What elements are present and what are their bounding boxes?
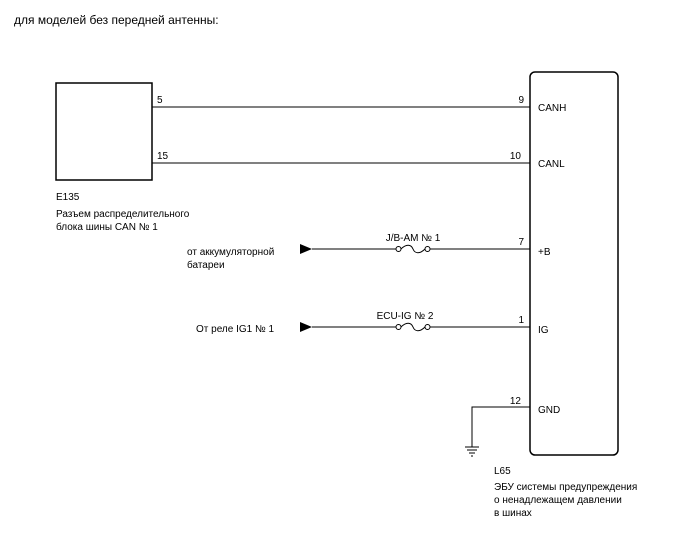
e135-pin-canl: 15 — [157, 151, 169, 162]
l65-pin-b-name: +B — [538, 247, 551, 258]
fuse-jb-am-terminal-right — [424, 246, 431, 252]
fuse-jb-am-icon — [400, 244, 426, 254]
battery-arrow-icon — [300, 244, 312, 254]
battery-label-line2: батареи — [187, 259, 225, 271]
l65-desc-line1: ЭБУ системы предупреждения — [494, 482, 637, 493]
fuse-jb-am-terminal-left — [395, 246, 402, 252]
gnd-wire — [471, 406, 530, 447]
l65-pin-b-num: 7 — [518, 237, 524, 248]
l65-desc-line3: в шинах — [494, 508, 532, 519]
e135-desc-line2: блока шины CAN № 1 — [56, 221, 158, 233]
l65-pin-canh-name: CANH — [538, 103, 566, 114]
l65-pin-canl-num: 10 — [510, 151, 522, 162]
ig-relay-arrow-icon — [300, 322, 312, 332]
battery-label-line1: от аккумуляторной — [187, 247, 274, 258]
fuse-jb-am-label: J/B-AM № 1 — [386, 233, 441, 244]
can-junction-connector-box — [55, 82, 153, 181]
l65-pin-ig-num: 1 — [518, 315, 524, 326]
l65-pin-canh-num: 9 — [518, 95, 524, 106]
l65-pin-gnd-name: GND — [538, 405, 560, 416]
e135-desc-line1: Разъем распределительного — [56, 209, 190, 220]
ig-relay-label: От реле IG1 № 1 — [196, 324, 275, 335]
l65-desc-line2: о ненадлежащем давлении — [494, 495, 622, 506]
l65-pin-gnd-num: 12 — [510, 396, 522, 407]
l65-pin-canl-name: CANL — [538, 159, 565, 170]
fuse-ecu-ig-terminal-left — [395, 324, 402, 330]
l65-code: L65 — [494, 466, 511, 477]
fuse-ecu-ig-terminal-right — [424, 324, 431, 330]
ground-icon — [465, 446, 479, 457]
fuse-ecu-ig-label: ECU-IG № 2 — [377, 311, 434, 322]
e135-pin-canh: 5 — [157, 95, 163, 106]
l65-pin-ig-name: IG — [538, 325, 549, 336]
fuse-ecu-ig-icon — [400, 322, 426, 332]
tpms-ecu-box — [529, 71, 619, 456]
e135-code: E135 — [56, 192, 80, 203]
diagram-header: для моделей без передней антенны: — [14, 13, 219, 27]
